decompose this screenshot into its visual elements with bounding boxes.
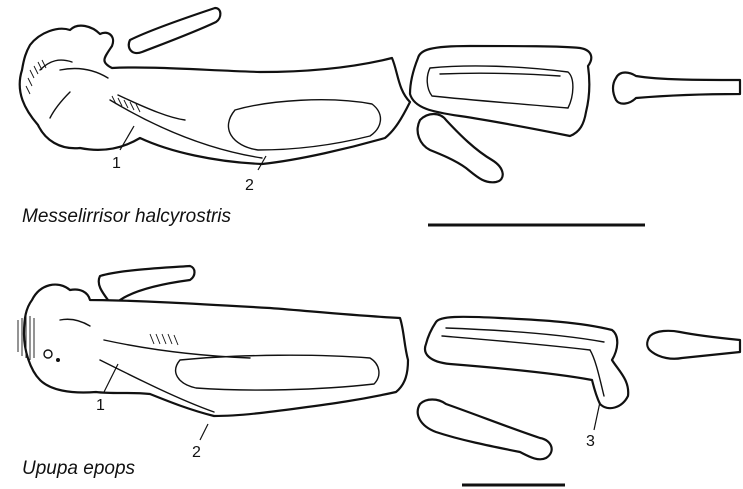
label-1-top: 1 xyxy=(112,155,121,172)
bone-fragment-top-bottom xyxy=(99,266,195,305)
bone-fragment-lower-bottom xyxy=(418,400,552,460)
species-name-bottom: Upupa epops xyxy=(22,458,136,479)
label-2-bottom: 2 xyxy=(192,444,201,461)
species-name-top: Messelirrisor halcyrostris xyxy=(22,206,232,227)
label-3-bottom: 3 xyxy=(586,433,595,450)
humerus-upupa xyxy=(18,285,408,416)
panel-upupa: 1 2 3 Upupa epops xyxy=(18,266,740,485)
humerus-messelirrisor xyxy=(20,26,410,164)
panel-messelirrisor: 1 2 Messelirrisor halcyrostris xyxy=(20,8,740,227)
label-2-top: 2 xyxy=(245,177,254,194)
bone-fragment-top xyxy=(129,8,221,53)
bone-element-middle-bottom xyxy=(425,317,628,408)
bone-fragment-right-top xyxy=(613,73,740,104)
bone-fragment-lower-top xyxy=(418,114,503,182)
label-1-bottom: 1 xyxy=(96,397,105,414)
bone-fragment-right-bottom xyxy=(647,331,740,359)
